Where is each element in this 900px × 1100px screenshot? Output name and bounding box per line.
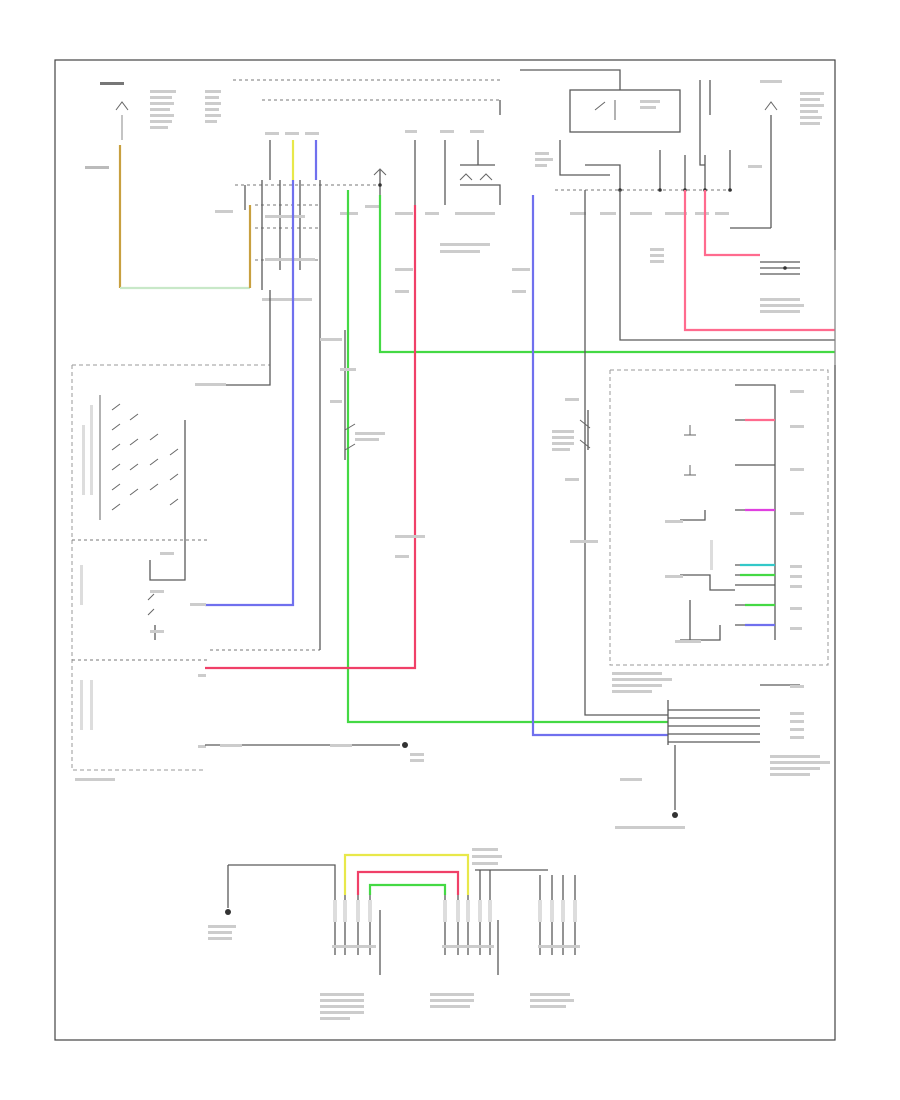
top-right-relay — [520, 69, 735, 263]
center-relay-switch — [395, 140, 501, 253]
wire-green-upper — [378, 195, 835, 354]
wire-blue-left — [205, 180, 295, 607]
wire-blue-long — [531, 195, 668, 737]
wire-red-long — [205, 205, 417, 670]
center-connector-block — [215, 130, 484, 301]
right-control-module — [609, 369, 829, 693]
right-lower-connector — [615, 684, 830, 829]
wire-pink-right — [683, 190, 835, 332]
bottom-sensor-section — [208, 848, 580, 1020]
top-left-fuse-group — [85, 82, 221, 169]
wire-green-long — [346, 190, 668, 724]
top-right-fuse-group — [748, 80, 824, 228]
left-switch-block — [71, 290, 271, 781]
center-small-switch — [320, 268, 425, 558]
diagram-frame — [54, 59, 836, 1041]
right-small-relay — [512, 268, 598, 543]
